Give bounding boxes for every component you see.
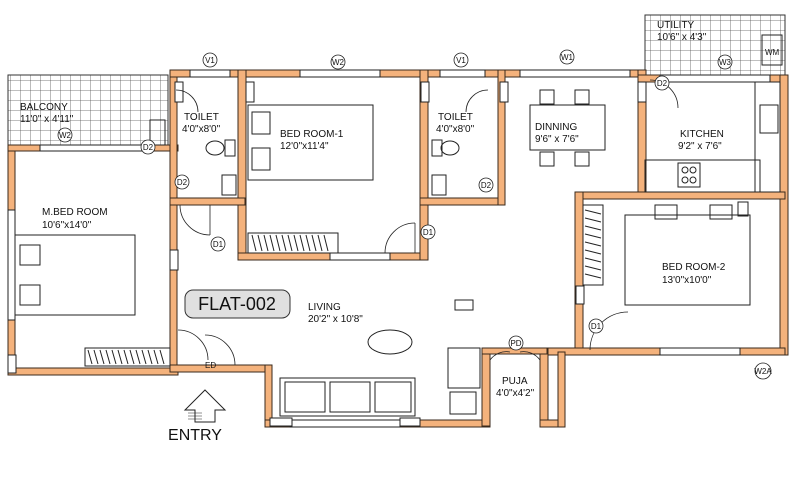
- flat-label-box: [184, 289, 291, 319]
- room-balcony-name: BALCONY: [20, 102, 68, 113]
- tag-pd: PD: [510, 339, 521, 348]
- opening-tags: V1 W2 V1 W1 W3 W2 D2 D2 D2 D2 D1 D1 D1 E…: [57, 48, 780, 380]
- room-balcony-size: 11'0" x 4'11": [20, 114, 74, 125]
- room-utility-name: UTILITY: [657, 20, 695, 31]
- room-toilet2-name: TOILET: [438, 112, 473, 123]
- room-toilet1-size: 4'0"x8'0": [182, 124, 221, 135]
- tag-w1: W1: [561, 53, 574, 62]
- room-utility-size: 10'6" x 4'3": [657, 32, 707, 43]
- room-bedroom1-name: BED ROOM-1: [280, 129, 344, 140]
- room-bedroom2-size: 13'0"x10'0": [662, 275, 712, 286]
- tag-d1c: D1: [591, 322, 602, 331]
- tag-d1b: D1: [423, 228, 434, 237]
- tag-d2b: D2: [177, 178, 188, 187]
- room-toilet1-name: TOILET: [184, 112, 219, 123]
- flat-label: FLAT-002: [198, 294, 276, 314]
- tag-w3: W3: [719, 58, 732, 67]
- room-bedroom2-name: BED ROOM-2: [662, 262, 726, 273]
- room-dinning-name: DINNING: [535, 122, 577, 133]
- doors: [175, 79, 679, 366]
- tag-w2c: W2A: [754, 367, 772, 376]
- entry-label: ENTRY: [168, 427, 222, 444]
- tag-d2c: D2: [481, 181, 492, 190]
- tag-wm: WM: [765, 48, 780, 57]
- tag-d2d: D2: [657, 79, 668, 88]
- entry-arrow: [183, 389, 227, 423]
- columns: [7, 81, 749, 427]
- room-bedroom1-size: 12'0"x11'4": [280, 141, 329, 152]
- room-mbedroom-size: 10'6"x14'0": [42, 220, 92, 231]
- room-puja-size: 4'0"x4'2": [496, 388, 535, 399]
- room-kitchen-size: 9'2" x 7'6": [678, 141, 722, 152]
- windows: [7, 69, 771, 428]
- room-mbedroom-name: M.BED ROOM: [42, 207, 108, 218]
- tag-d2a: D2: [143, 143, 154, 152]
- furniture: [14, 34, 783, 417]
- room-living-size: 20'2" x 10'8": [308, 314, 363, 325]
- room-dinning-size: 9'6" x 7'6": [535, 134, 579, 145]
- room-toilet2-size: 4'0"x8'0": [436, 124, 475, 135]
- tag-w2a: W2: [332, 58, 345, 67]
- tag-ed: ED: [205, 361, 216, 370]
- tag-d1a: D1: [213, 240, 224, 249]
- balcony-tiles: [7, 74, 169, 151]
- tag-w2b: W2: [59, 131, 72, 140]
- tag-v1b: V1: [456, 56, 466, 65]
- tag-v1a: V1: [205, 56, 215, 65]
- room-kitchen-name: KITCHEN: [680, 129, 724, 140]
- room-puja-name: PUJA: [502, 376, 528, 387]
- room-living-name: LIVING: [308, 302, 341, 313]
